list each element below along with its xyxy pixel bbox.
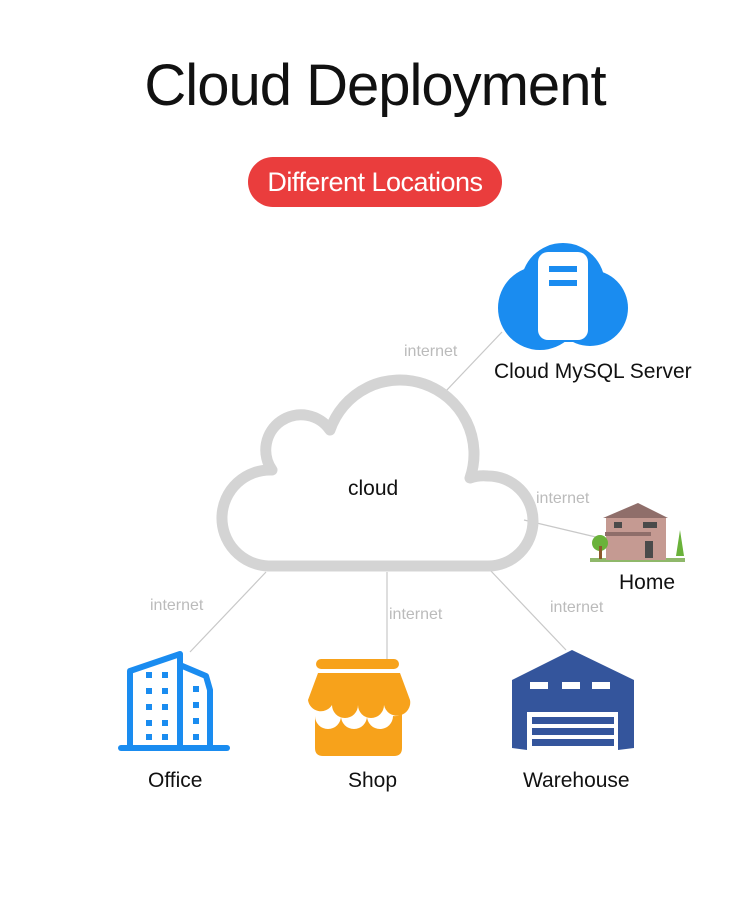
server-cloud-icon (498, 243, 628, 350)
home-label: Home (619, 571, 676, 594)
locations-badge: Different Locations (248, 157, 502, 207)
internet-label-warehouse: internet (550, 599, 604, 616)
internet-label-server: internet (404, 343, 458, 360)
shop-icon (308, 659, 411, 756)
link-warehouse (489, 569, 567, 651)
link-server (444, 331, 503, 393)
link-office (189, 571, 267, 653)
internet-label-office: internet (150, 597, 204, 614)
internet-label-shop: internet (389, 606, 443, 623)
office-label: Office (148, 769, 203, 792)
warehouse-label: Warehouse (523, 769, 630, 792)
internet-label-home: internet (536, 490, 590, 507)
warehouse-icon (512, 650, 634, 750)
cloud-label: cloud (348, 477, 399, 500)
shop-label: Shop (348, 769, 398, 792)
cloud-icon (216, 374, 539, 572)
home-icon (590, 503, 685, 562)
server-label: Cloud MySQL Server (494, 360, 692, 383)
page-title: Cloud Deployment (144, 53, 606, 118)
office-icon (118, 651, 230, 751)
